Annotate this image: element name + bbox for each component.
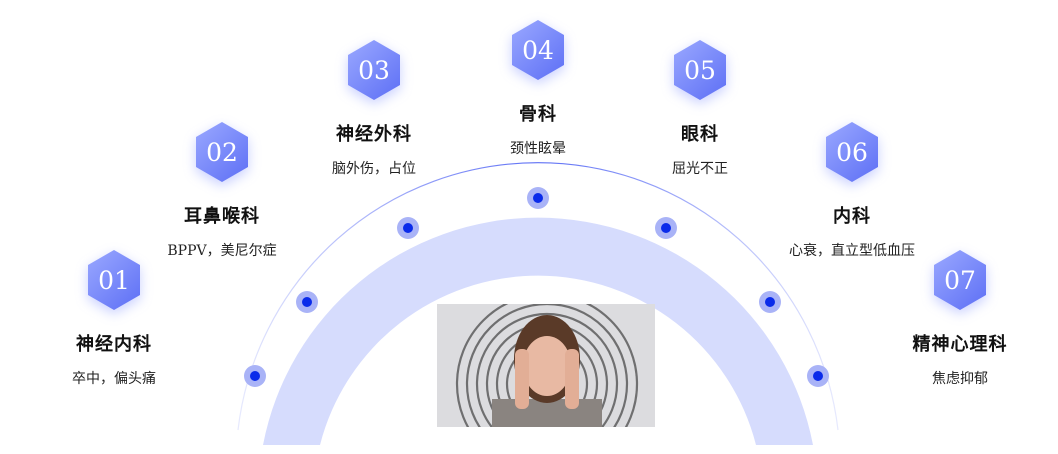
woman-dizziness-photo-icon	[437, 304, 655, 427]
department-title: 内科	[833, 206, 871, 227]
timeline-dot-7	[813, 371, 823, 381]
department-title: 神经外科	[336, 124, 412, 145]
timeline-dot-1	[250, 371, 260, 381]
timeline-dot-2	[302, 297, 312, 307]
department-item-3: 03 神经外科 脑外伤，占位	[299, 40, 449, 180]
hexagon-badge: 05	[674, 40, 726, 100]
hexagon-badge: 07	[934, 250, 986, 310]
badge-number: 06	[836, 137, 868, 167]
hexagon-badge: 04	[512, 20, 564, 80]
thin-arc-line	[237, 162, 839, 431]
department-title: 精神心理科	[912, 334, 1008, 355]
dizziness-photo	[437, 304, 655, 427]
badge-number: 02	[206, 137, 238, 167]
timeline-dot-5	[661, 223, 671, 233]
timeline-dot-3	[403, 223, 413, 233]
department-item-2: 02 耳鼻喉科 BPPV，美尼尔症	[147, 122, 297, 262]
department-desc: 心衰，直立型低血压	[789, 243, 915, 259]
hexagon-badge: 06	[826, 122, 878, 182]
department-desc: 卒中，偏头痛	[72, 371, 156, 387]
department-desc: 颈性眩晕	[510, 141, 566, 157]
hexagon-badge: 02	[196, 122, 248, 182]
hexagon-badge: 01	[88, 250, 140, 310]
department-desc: 脑外伤，占位	[332, 161, 416, 177]
department-item-7: 07 精神心理科 焦虑抑郁	[885, 250, 1035, 390]
department-item-6: 06 内科 心衰，直立型低血压	[782, 122, 922, 262]
badge-number: 03	[358, 55, 390, 85]
badge-number: 01	[98, 265, 130, 295]
badge-number: 04	[522, 35, 554, 65]
department-item-5: 05 眼科 屈光不正	[625, 40, 775, 180]
department-item-4: 04 骨科 颈性眩晕	[463, 20, 613, 160]
hexagon-badge: 03	[348, 40, 400, 100]
department-title: 耳鼻喉科	[184, 206, 260, 227]
department-title: 眼科	[681, 124, 719, 145]
department-item-1: 01 神经内科 卒中，偏头痛	[39, 250, 189, 390]
thick-band	[263, 217, 813, 445]
department-desc: 焦虑抑郁	[932, 371, 988, 387]
timeline-dot-6	[765, 297, 775, 307]
department-title: 神经内科	[76, 334, 152, 355]
badge-number: 07	[944, 265, 976, 295]
department-desc: BPPV，美尼尔症	[167, 243, 277, 259]
department-title: 骨科	[519, 104, 557, 125]
timeline-dot-4	[533, 193, 543, 203]
department-desc: 屈光不正	[672, 161, 728, 177]
badge-number: 05	[684, 55, 716, 85]
